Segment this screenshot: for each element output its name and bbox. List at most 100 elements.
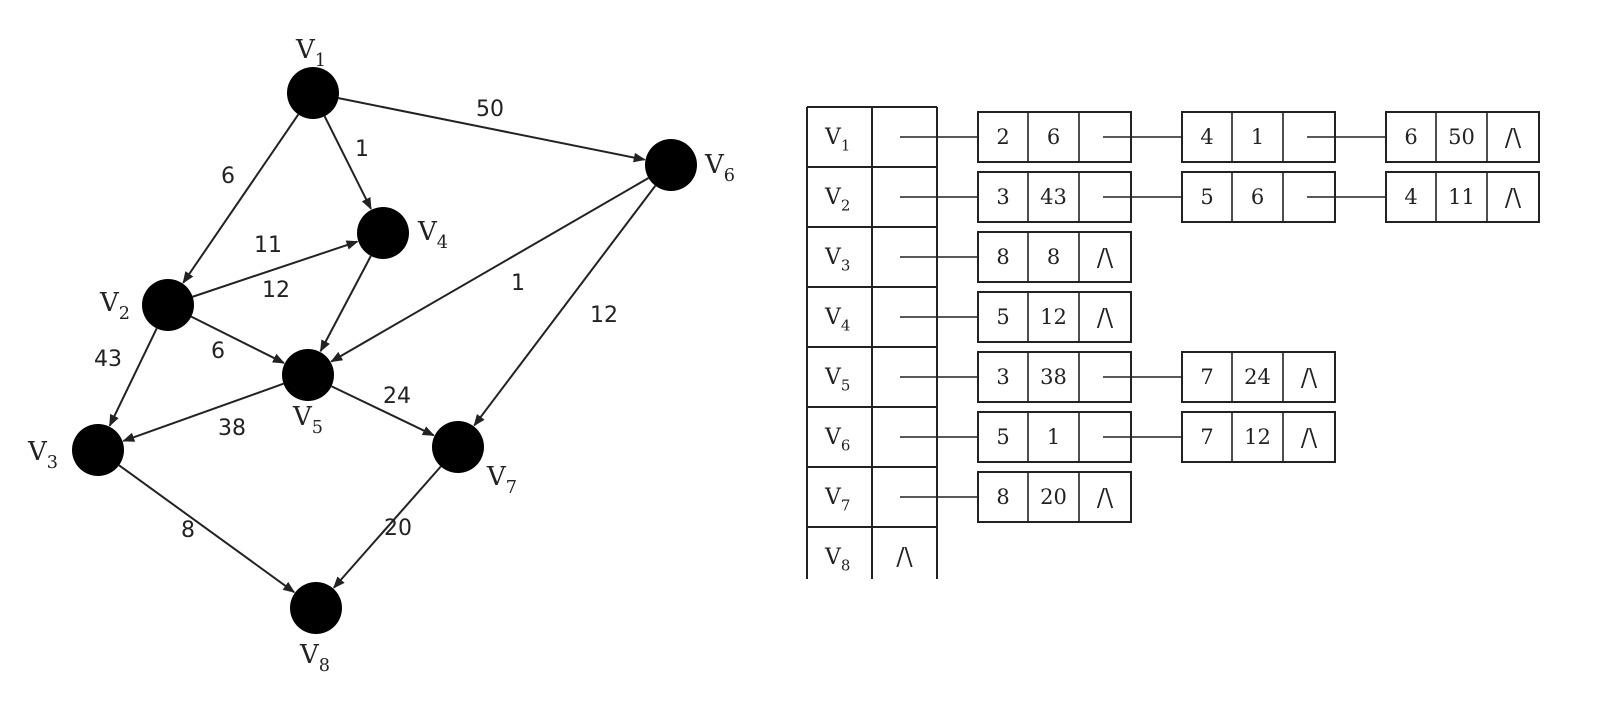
vertex-label-v6: V6 xyxy=(704,150,735,186)
node-weight: 43 xyxy=(1040,185,1067,209)
node-vertex-index: 5 xyxy=(996,305,1009,329)
vertex-v7 xyxy=(432,421,484,473)
row-head-label: V7 xyxy=(824,485,850,515)
edge-weight-v5-v3: 38 xyxy=(218,416,246,441)
row-head-label: V4 xyxy=(824,305,850,335)
edge-v5-v7 xyxy=(331,385,435,437)
vertex-v6 xyxy=(645,139,697,191)
edge-v6-v7 xyxy=(473,185,657,427)
edge-v5-v3 xyxy=(122,382,284,442)
null-pointer: /\ xyxy=(1505,124,1522,152)
node-weight: 11 xyxy=(1448,185,1475,209)
row-head-label: V6 xyxy=(824,425,850,455)
vertex-label-v7: V7 xyxy=(486,462,517,498)
node-weight: 24 xyxy=(1244,365,1271,389)
edge-v7-v8 xyxy=(333,465,442,589)
edge-v2-v3 xyxy=(108,327,158,427)
vertex-v8 xyxy=(290,582,342,634)
vertex-label-v8: V8 xyxy=(299,640,330,676)
edge-v2-v5 xyxy=(190,315,285,364)
node-vertex-index: 3 xyxy=(996,185,1009,209)
vertex-label-v1: V1 xyxy=(295,35,326,71)
adjacency-row: V2 3 43 5 6 4 11 /\ xyxy=(824,171,1540,223)
vertex-v5 xyxy=(282,349,334,401)
list-node: 8 8 /\ xyxy=(977,231,1132,283)
adjacency-row: V8 /\ xyxy=(824,543,914,575)
node-vertex-index: 7 xyxy=(1200,365,1213,389)
edge-weight-v5-v7: 24 xyxy=(383,384,411,409)
node-vertex-index: 6 xyxy=(1404,125,1417,149)
list-node: 7 12 /\ xyxy=(1181,411,1336,463)
edge-v2-v4 xyxy=(192,240,359,298)
edge-weight-v2-v4: 11 xyxy=(254,233,282,258)
node-vertex-index: 7 xyxy=(1200,425,1213,449)
edge-v1-v2 xyxy=(182,113,300,284)
edge-weight-v3-v8: 8 xyxy=(181,518,195,543)
node-weight: 12 xyxy=(1040,305,1067,329)
null-pointer: /\ xyxy=(1097,484,1114,512)
vertex-label-v4: V4 xyxy=(417,217,448,253)
node-weight: 6 xyxy=(1047,125,1060,149)
row-head-label: V2 xyxy=(824,185,850,215)
list-node: 4 11 /\ xyxy=(1385,171,1540,223)
vertex-v4 xyxy=(357,207,409,259)
null-pointer: /\ xyxy=(1301,424,1318,452)
list-node: 6 50 /\ xyxy=(1385,111,1540,163)
vertex-label-v2: V2 xyxy=(99,288,130,324)
null-pointer: /\ xyxy=(896,543,913,571)
node-weight: 6 xyxy=(1251,185,1264,209)
null-pointer: /\ xyxy=(1097,244,1114,272)
vertex-v3 xyxy=(72,424,124,476)
node-vertex-index: 5 xyxy=(1200,185,1213,209)
node-vertex-index: 8 xyxy=(996,485,1009,509)
edge-v6-v5 xyxy=(330,177,649,363)
node-vertex-index: 4 xyxy=(1200,125,1213,149)
node-weight: 38 xyxy=(1040,365,1067,389)
edge-v4-v5 xyxy=(319,255,372,353)
list-node: 3 38 xyxy=(977,351,1182,403)
null-pointer: /\ xyxy=(1301,364,1318,392)
list-node: 8 20 /\ xyxy=(977,471,1132,523)
node-weight: 8 xyxy=(1047,245,1060,269)
node-weight: 1 xyxy=(1251,125,1264,149)
node-weight: 1 xyxy=(1047,425,1060,449)
edge-v1-v4 xyxy=(323,115,372,210)
edge-weight-v1-v6: 50 xyxy=(476,97,504,122)
node-vertex-index: 5 xyxy=(996,425,1009,449)
node-weight: 20 xyxy=(1040,485,1067,509)
row-head-label: V5 xyxy=(824,365,850,395)
null-pointer: /\ xyxy=(1505,184,1522,212)
adjacency-row: V5 3 38 7 24 /\ xyxy=(824,351,1336,403)
edge-weight-v7-v8: 20 xyxy=(384,516,412,541)
edge-weight-v2-v5: 6 xyxy=(211,339,225,364)
edge-v3-v8 xyxy=(118,464,296,593)
vertex-v2 xyxy=(142,279,194,331)
edge-v1-v6 xyxy=(338,97,646,163)
vertex-v1 xyxy=(287,67,339,119)
row-head-label: V8 xyxy=(824,545,850,575)
node-weight: 50 xyxy=(1448,125,1475,149)
edge-weight-v2-v3: 43 xyxy=(94,347,122,372)
node-vertex-index: 8 xyxy=(996,245,1009,269)
edge-weight-v6-v5: 1 xyxy=(511,271,525,296)
node-weight: 12 xyxy=(1244,425,1271,449)
vertex-label-v3: V3 xyxy=(27,437,58,473)
vertex-label-v5: V5 xyxy=(292,402,323,438)
list-node: 7 24 /\ xyxy=(1181,351,1336,403)
node-vertex-index: 4 xyxy=(1404,185,1417,209)
row-head-label: V1 xyxy=(824,125,850,155)
node-vertex-index: 3 xyxy=(996,365,1009,389)
edge-weight-v1-v4: 1 xyxy=(355,137,369,162)
edge-weight-v6-v7: 12 xyxy=(590,303,618,328)
